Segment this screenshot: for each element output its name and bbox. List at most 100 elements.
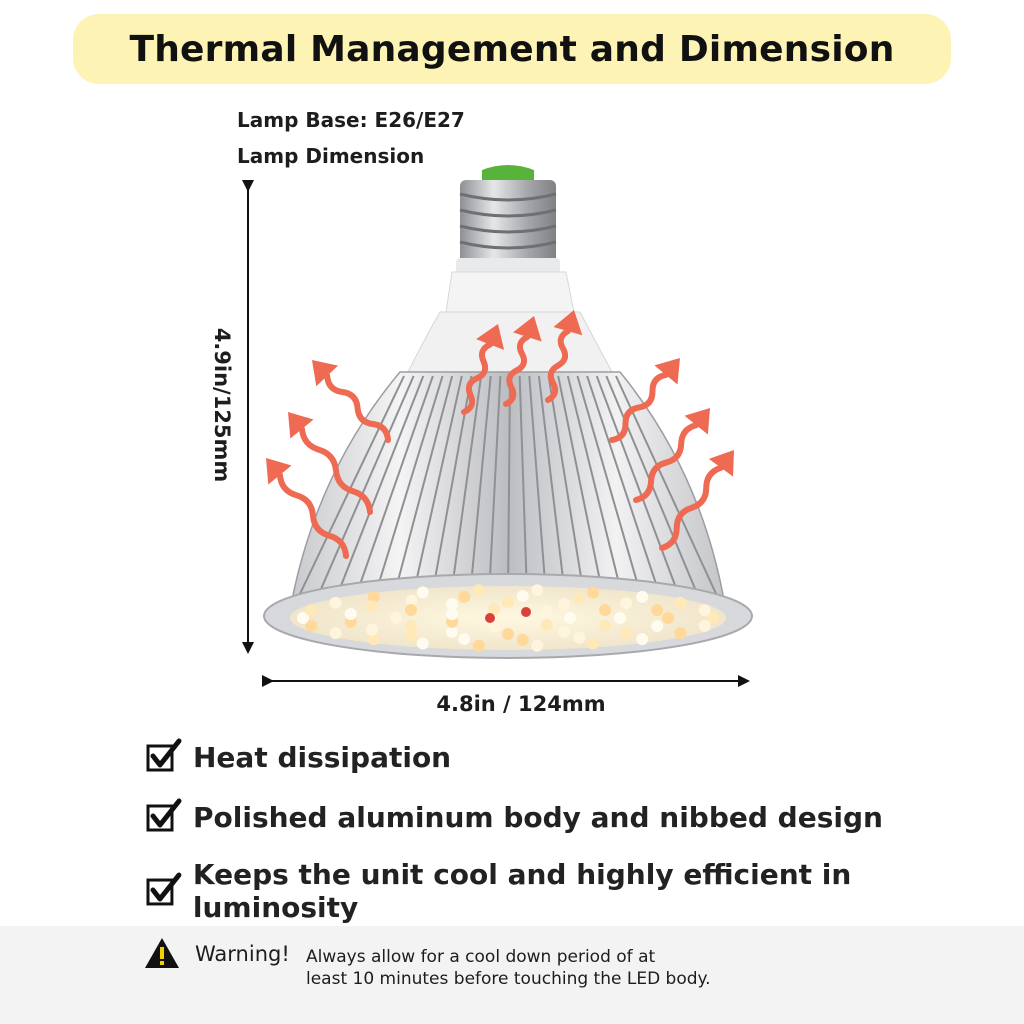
heatsink-fin [468, 375, 492, 599]
led-chip [516, 590, 529, 603]
led-chip [502, 628, 514, 640]
heatsink-fin [537, 375, 567, 599]
led-chip [516, 633, 529, 646]
led-chip [390, 612, 402, 624]
led-chip [329, 627, 342, 640]
height-dimension-label: 4.9in/125mm [210, 327, 234, 483]
lamp-dimension-label: Lamp Dimension [237, 144, 425, 168]
heat-arrow-icon [288, 412, 373, 515]
feature-text: Keeps the unit cool and highly efficient… [192, 858, 852, 924]
led-chip [540, 619, 553, 632]
heatsink-fin [373, 375, 444, 599]
title-banner: Thermal Management and Dimension [73, 14, 951, 84]
led-chip [573, 631, 586, 644]
led-chip [416, 637, 429, 650]
heat-arrow-icon [503, 316, 542, 407]
heat-arrow-icon [609, 358, 680, 443]
led-chip [614, 612, 626, 624]
heat-arrows-group [266, 310, 734, 559]
feature-item: Heat dissipation [145, 738, 451, 776]
led-chip [367, 633, 380, 646]
checkbox-checked-icon [146, 738, 182, 772]
led-chip [707, 612, 719, 624]
bulb-neck [407, 271, 613, 373]
led-chip [405, 629, 418, 642]
heatsink-fin [354, 375, 434, 599]
led-chip [662, 612, 674, 624]
heat-arrow-icon [545, 310, 583, 403]
led-chip [531, 584, 544, 597]
led-chip [405, 604, 418, 616]
screw-base [456, 165, 560, 274]
led-chip [558, 598, 570, 611]
lamp-base-label: Lamp Base: E26/E27 [237, 108, 465, 132]
feature-item: Polished aluminum body and nibbed design [145, 798, 883, 836]
heatsink-fin [316, 375, 415, 599]
feature-text: Heat dissipation [193, 740, 452, 774]
led-chip [587, 586, 600, 599]
led-chip-red [521, 607, 531, 617]
heat-arrow-icon [659, 450, 734, 551]
led-chip [636, 590, 649, 603]
led-chip [446, 625, 458, 638]
heatsink-fin [392, 375, 454, 599]
led-chip [416, 586, 429, 599]
led-chip [531, 639, 544, 652]
heatsink-fin [507, 375, 511, 599]
heatsink-fin [576, 375, 643, 599]
feature-text: Polished aluminum body and nibbed design [193, 800, 883, 834]
led-chip [620, 597, 633, 610]
heat-arrow-icon [312, 360, 391, 443]
heatsink-fin [487, 375, 502, 599]
led-chip [305, 619, 318, 632]
heatsink-fin [615, 375, 719, 599]
led-chip [620, 626, 633, 639]
led-chip [472, 639, 485, 652]
heatsink-fin [297, 375, 405, 599]
led-chip [344, 607, 357, 620]
led-chip [446, 598, 458, 611]
heatsink-fin [557, 375, 605, 599]
led-chip [458, 590, 471, 603]
warning-title: Warning! [195, 942, 290, 966]
led-chip [674, 627, 687, 640]
led-chip [598, 604, 611, 616]
led-chip [698, 619, 711, 632]
led-chip [636, 633, 649, 646]
warning-line-1: Always allow for a cool down period of a… [306, 947, 656, 967]
led-chip [502, 596, 514, 608]
warning-line-2: least 10 minutes before touching the LED… [306, 969, 711, 989]
checkbox-checked-icon [146, 872, 182, 906]
led-chip-red [485, 613, 495, 623]
heatsink-fin [547, 375, 586, 599]
led-chip [558, 625, 570, 638]
heatsink-fin [566, 375, 624, 599]
width-dimension-label: 4.8in / 124mm [436, 692, 606, 716]
led-chip [305, 604, 318, 617]
led-chip [598, 620, 611, 632]
heatsink-fin [595, 375, 681, 599]
led-chip [329, 596, 342, 609]
led-chip [698, 604, 711, 617]
heatsink-fin [411, 375, 463, 599]
heatsink-fin [335, 375, 425, 599]
led-chip [651, 619, 664, 632]
page-title: Thermal Management and Dimension [129, 28, 895, 70]
heatsink-fin [518, 375, 529, 599]
warning-message: Always allow for a cool down period of a… [306, 946, 711, 990]
led-chip [587, 637, 600, 650]
led-chip [297, 612, 309, 624]
led-chip [564, 612, 576, 624]
led-chip [472, 584, 485, 597]
led-chip [488, 620, 501, 633]
led-chip [405, 620, 418, 632]
heatsink-fin [449, 375, 483, 599]
led-chip [405, 594, 418, 607]
led-chip [367, 590, 380, 603]
led-chip [573, 592, 586, 605]
led-chip [458, 633, 471, 646]
feature-item: Keeps the unit cool and highly efficient… [145, 858, 1024, 924]
heatsink-fin [528, 375, 548, 599]
led-chip [540, 604, 553, 617]
